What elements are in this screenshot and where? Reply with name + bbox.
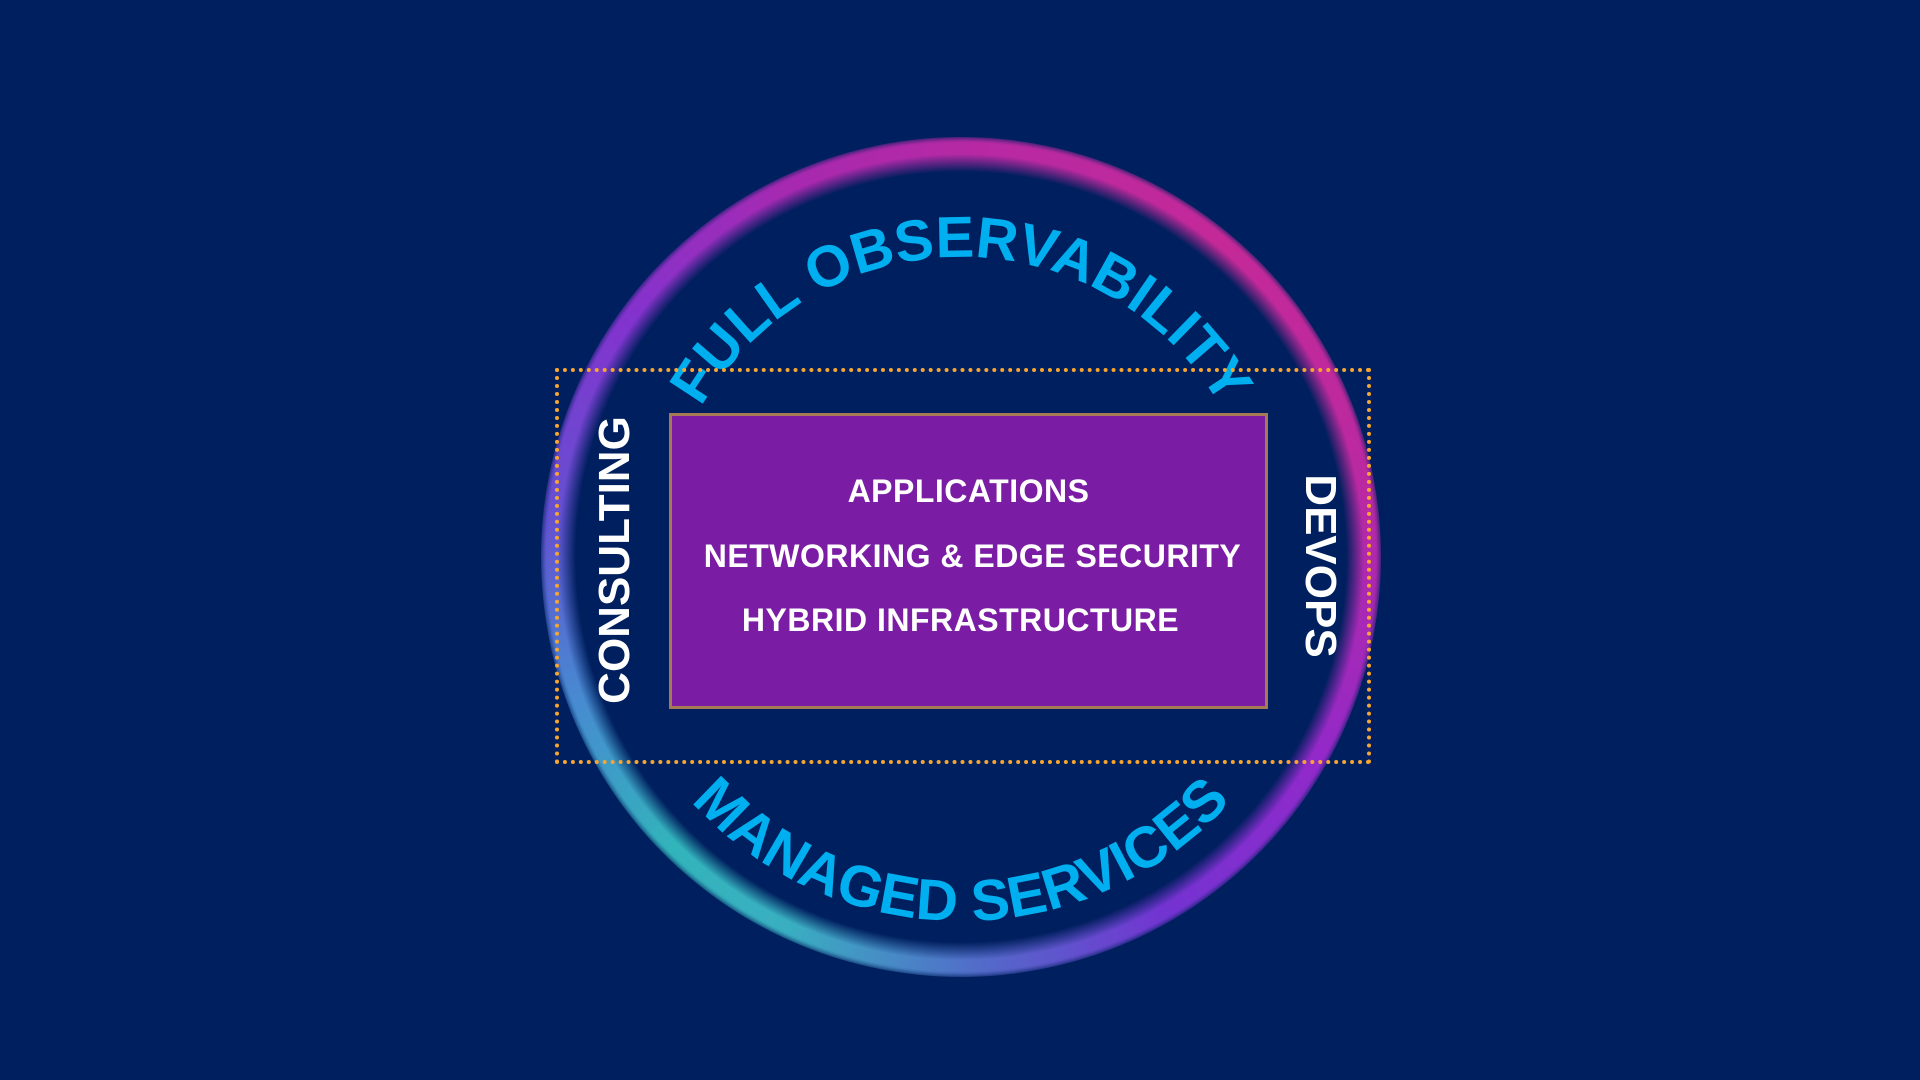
managed-services-label: MANAGED SERVICES (681, 764, 1240, 934)
applications-label: APPLICATIONS (847, 473, 1090, 509)
services-dotted-frame (555, 368, 1371, 764)
hybrid-infrastructure-label: HYBRID INFRASTRUCTURE (741, 602, 1180, 638)
core-offerings-box: APPLICATIONS NETWORKING & EDGE SECURITY … (669, 413, 1268, 709)
networking-label: NETWORKING & EDGE SECURITY (703, 538, 1242, 574)
devops-label: DEVOPS (1296, 474, 1345, 658)
consulting-label: CONSULTING (590, 416, 639, 704)
